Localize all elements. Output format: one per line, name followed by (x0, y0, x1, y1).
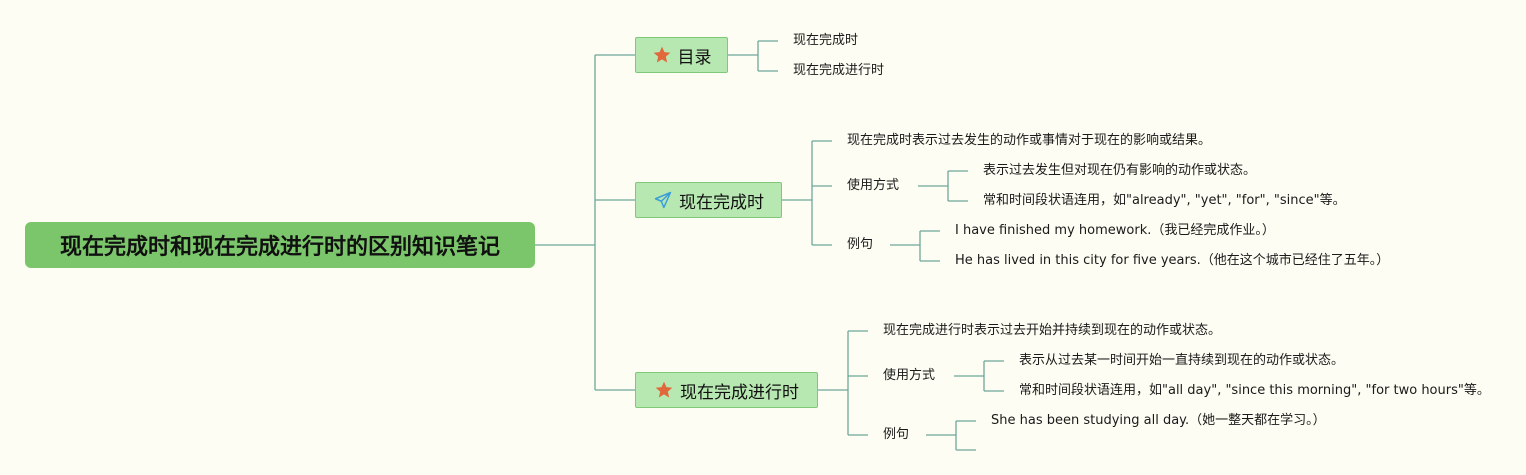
root-node[interactable]: 现在完成时和现在完成进行时的区别知识笔记 (25, 222, 535, 268)
toc-item-perfect[interactable]: 现在完成时 (793, 33, 859, 48)
progressive-usage-label[interactable]: 使用方式 (883, 368, 936, 383)
progressive-usage-item-1[interactable]: 表示从过去某一时间开始一直持续到现在的动作或状态。 (1019, 353, 1345, 368)
progressive-usage-item-2[interactable]: 常和时间段状语连用，如"all day", "since this mornin… (1019, 383, 1490, 398)
perfect-example-2[interactable]: He has lived in this city for five years… (955, 253, 1390, 268)
perfect-examples-label[interactable]: 例句 (847, 237, 874, 252)
perfect-definition[interactable]: 现在完成时表示过去发生的动作或事情对于现在的影响或结果。 (847, 133, 1212, 148)
toc-item-progressive[interactable]: 现在完成进行时 (793, 63, 885, 78)
branch-present-perfect-progressive[interactable]: 现在完成进行时 (635, 372, 818, 408)
branch-present-perfect-label: 现在完成时 (679, 192, 764, 213)
star-icon (652, 45, 672, 65)
perfect-example-1[interactable]: I have finished my homework.（我已经完成作业。） (955, 223, 1275, 238)
progressive-definition[interactable]: 现在完成进行时表示过去开始并持续到现在的动作或状态。 (883, 323, 1222, 338)
root-title: 现在完成时和现在完成进行时的区别知识笔记 (59, 235, 500, 260)
progressive-examples-label[interactable]: 例句 (883, 427, 910, 442)
paper-plane-icon (653, 190, 673, 210)
branch-toc[interactable]: 目录 (635, 37, 728, 73)
branch-present-perfect[interactable]: 现在完成时 (635, 182, 782, 218)
progressive-example-1[interactable]: She has been studying all day.（她一整天都在学习。… (991, 413, 1326, 428)
perfect-usage-item-2[interactable]: 常和时间段状语连用，如"already", "yet", "for", "sin… (983, 193, 1346, 208)
branch-present-perfect-progressive-label: 现在完成进行时 (680, 382, 799, 403)
branch-toc-label: 目录 (677, 47, 712, 68)
star-icon (654, 380, 674, 400)
perfect-usage-label[interactable]: 使用方式 (847, 178, 900, 193)
perfect-usage-item-1[interactable]: 表示过去发生但对现在仍有影响的动作或状态。 (983, 163, 1257, 178)
